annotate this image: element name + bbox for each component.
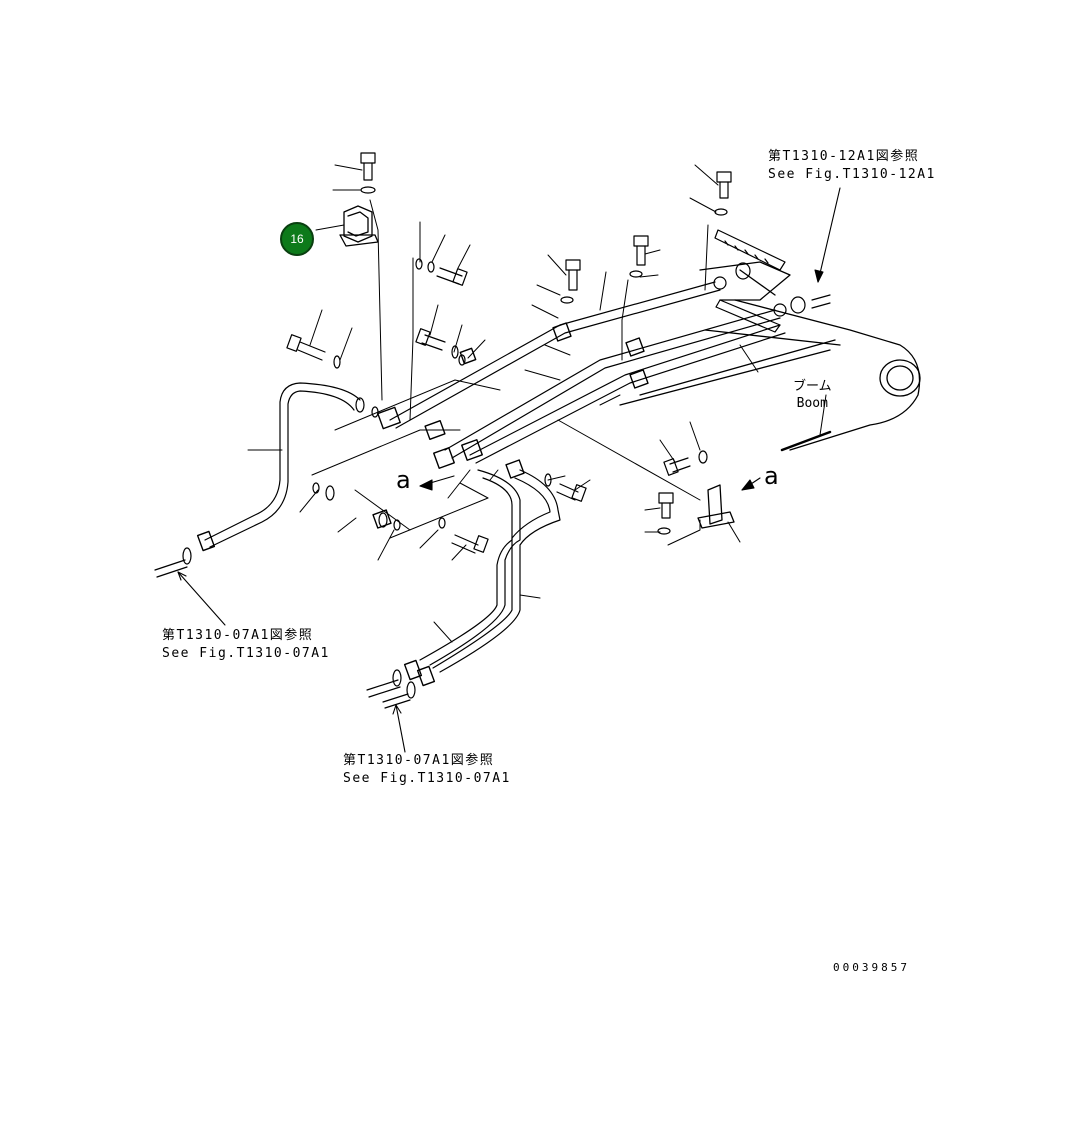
callout-16[interactable]: 16 bbox=[280, 222, 314, 256]
bracket-right bbox=[697, 484, 735, 529]
section-lines bbox=[311, 344, 701, 539]
bolts bbox=[154, 152, 831, 709]
boom-label: ブーム Boom bbox=[793, 378, 832, 412]
leader-lines bbox=[247, 164, 759, 643]
hydraulic-tubes bbox=[204, 281, 786, 673]
reference-jp: 第T1310-07A1図参照 bbox=[343, 753, 495, 768]
reference-en: See Fig.T1310-07A1 bbox=[343, 771, 511, 786]
reference-jp: 第T1310-12A1図参照 bbox=[768, 149, 920, 164]
reference-en: See Fig.T1310-12A1 bbox=[768, 167, 936, 182]
bracket-16 bbox=[339, 205, 379, 247]
boom-body bbox=[619, 261, 921, 452]
clamps bbox=[196, 322, 649, 687]
reference-arrows bbox=[177, 187, 841, 753]
boom-pin-boss bbox=[879, 359, 921, 397]
reference-note-bottom: 第T1310-07A1図参照 See Fig.T1310-07A1 bbox=[343, 752, 511, 788]
reference-en: See Fig.T1310-07A1 bbox=[162, 646, 330, 661]
reference-note-left: 第T1310-07A1図参照 See Fig.T1310-07A1 bbox=[162, 627, 330, 663]
reference-jp: 第T1310-07A1図参照 bbox=[162, 628, 314, 643]
reference-note-top-right: 第T1310-12A1図参照 See Fig.T1310-12A1 bbox=[768, 148, 936, 184]
view-marker-a-left: a bbox=[396, 466, 411, 494]
view-marker-a-right: a bbox=[764, 462, 779, 490]
drawing-number: 00039857 bbox=[833, 961, 910, 974]
boom-label-jp: ブーム bbox=[793, 379, 832, 394]
boom-label-en: Boom bbox=[796, 396, 828, 411]
clamp-plate bbox=[714, 229, 786, 333]
